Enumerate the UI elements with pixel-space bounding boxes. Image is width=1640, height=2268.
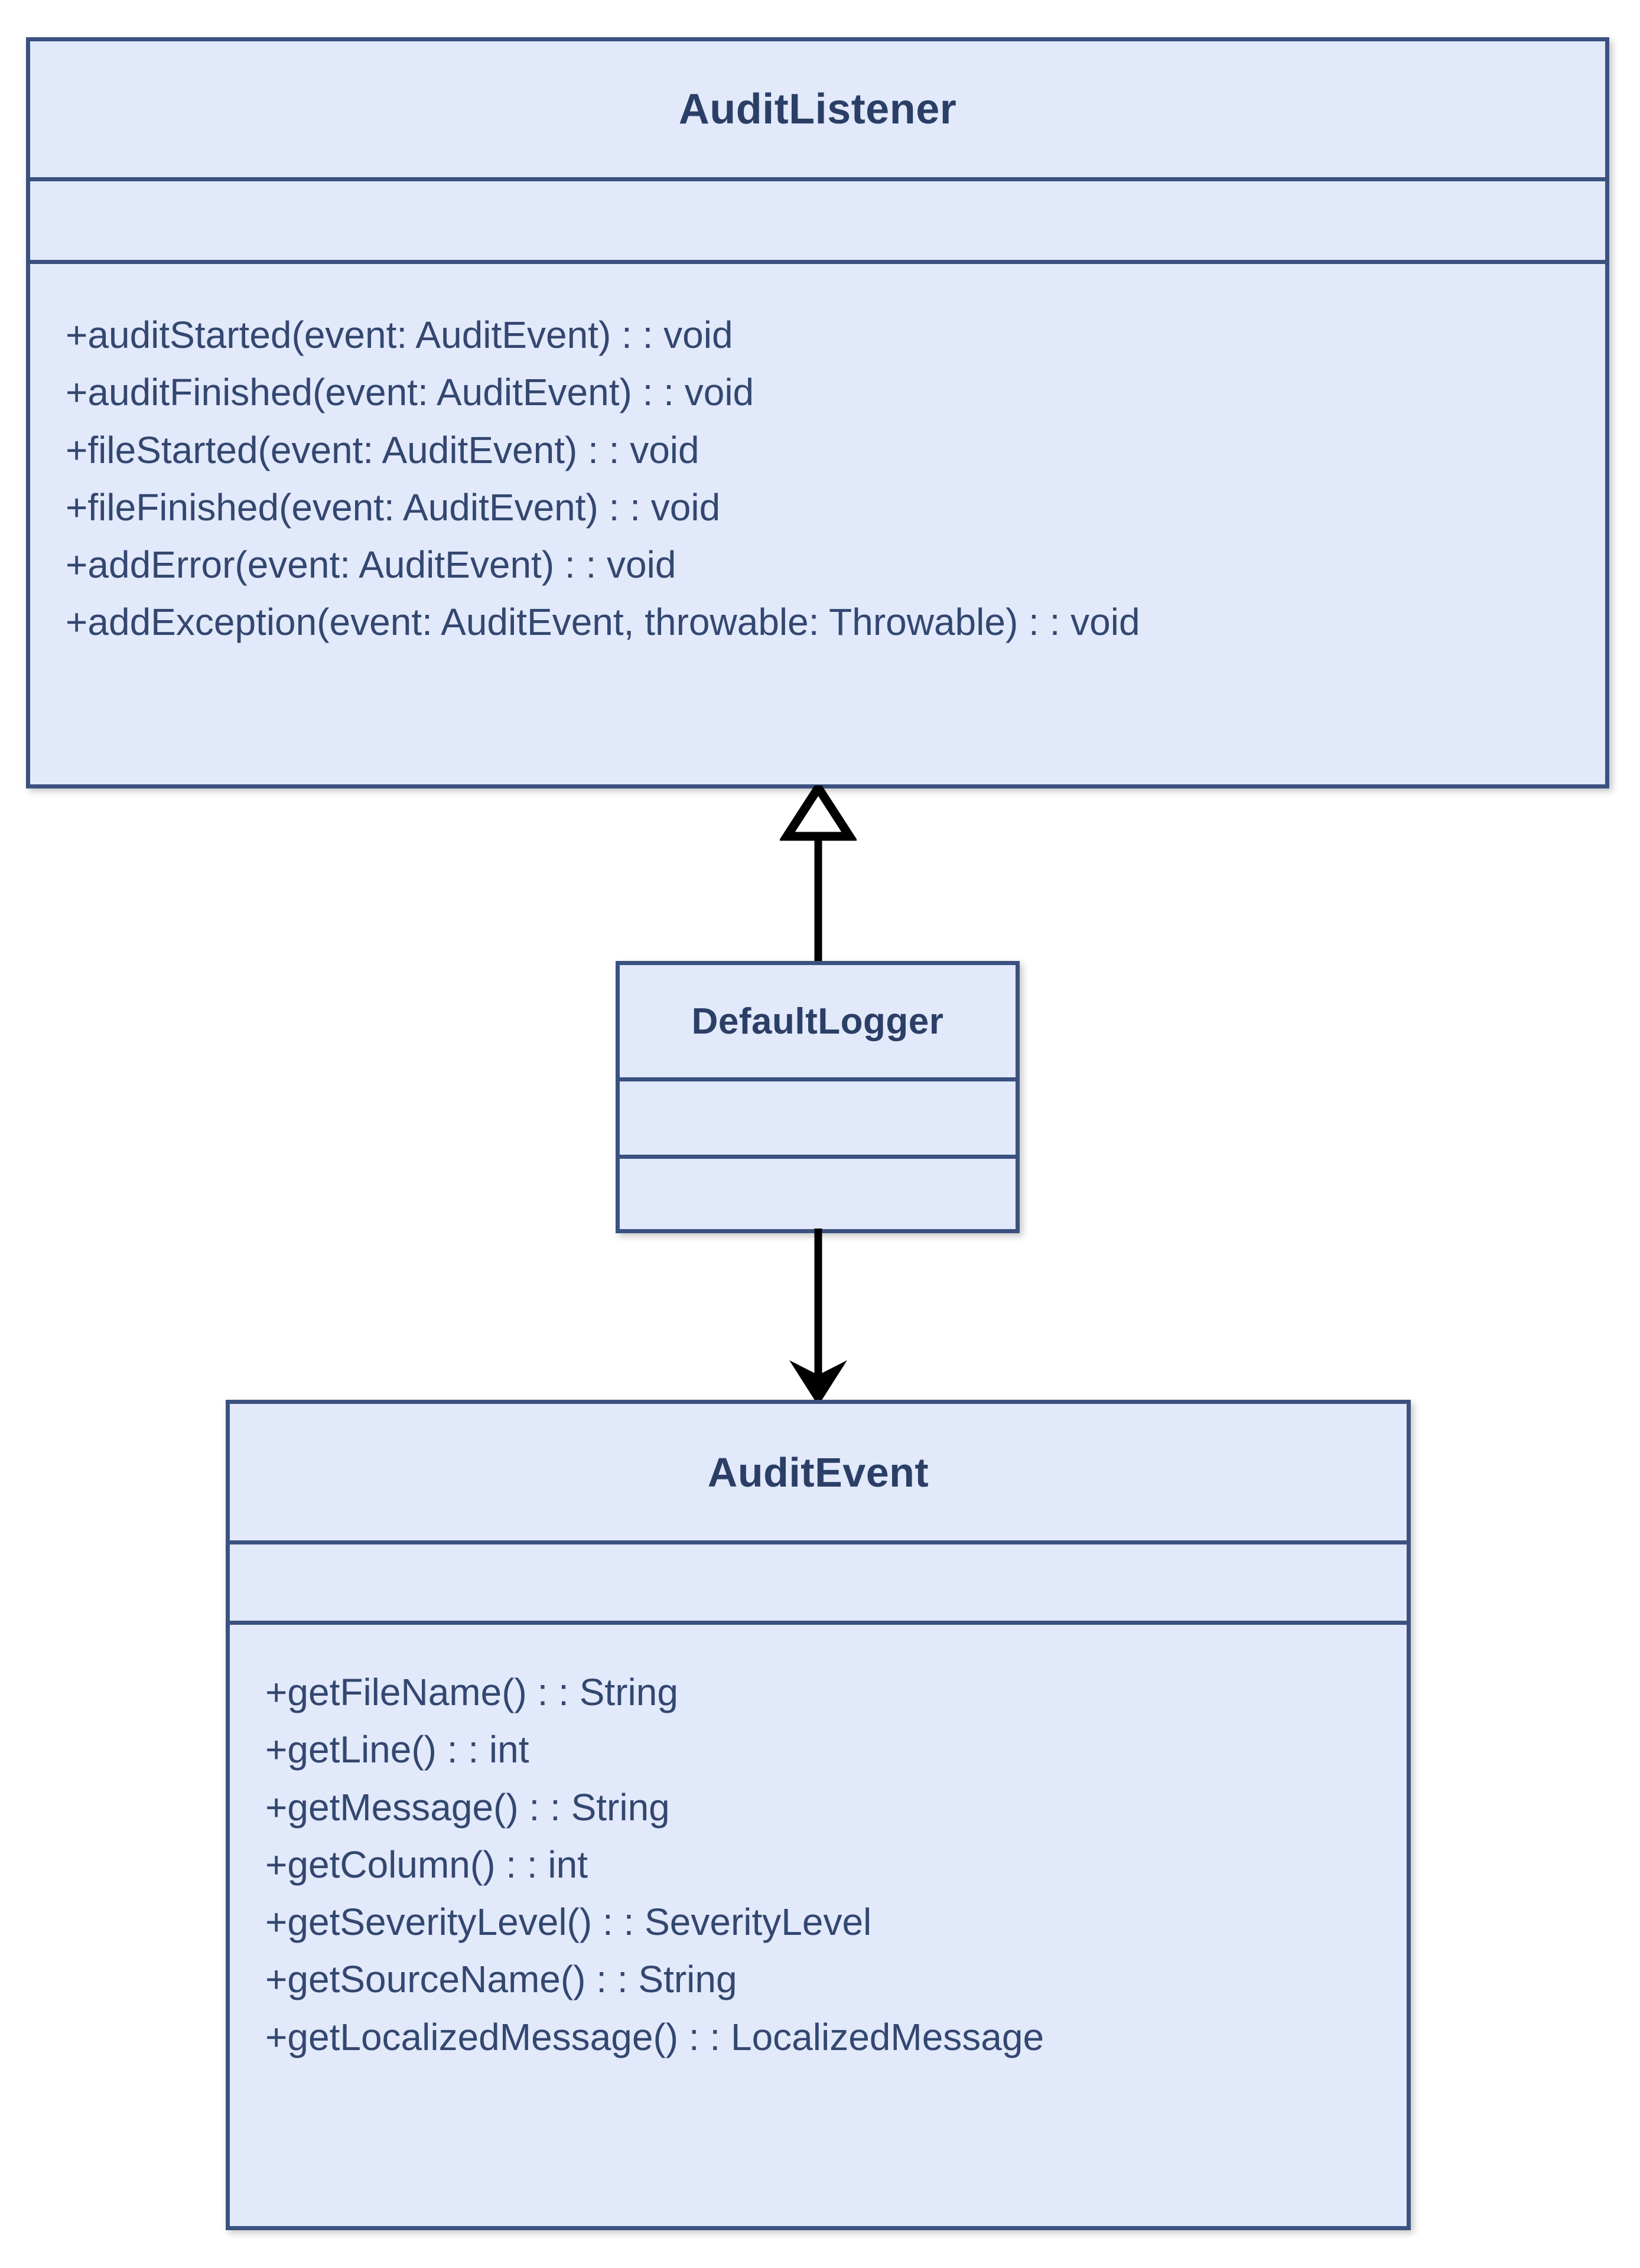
method-item: +getColumn() : : int	[265, 1843, 588, 1886]
methods-compartment-auditlistener: +auditStarted(event: AuditEvent) : : voi…	[30, 264, 1605, 651]
class-title-auditevent: AuditEvent	[707, 1449, 929, 1495]
class-box-auditlistener[interactable]: AuditListener +auditStarted(event: Audit…	[26, 37, 1609, 788]
attributes-compartment-auditlistener	[30, 181, 1605, 260]
method-item: +getLine() : : int	[265, 1728, 529, 1771]
methods-compartment-auditevent: +getFileName() : : String +getLine() : :…	[230, 1625, 1407, 2066]
class-divider	[620, 1077, 1016, 1081]
method-item: +fileFinished(event: AuditEvent) : : voi…	[66, 485, 721, 529]
method-item: +fileStarted(event: AuditEvent) : : void	[66, 428, 699, 471]
method-item: +addError(event: AuditEvent) : : void	[66, 543, 676, 586]
class-title-defaultlogger: DefaultLogger	[691, 1001, 944, 1042]
class-box-auditevent[interactable]: AuditEvent +getFileName() : : String +ge…	[226, 1400, 1411, 2230]
class-divider	[230, 1540, 1407, 1544]
class-divider	[30, 260, 1605, 264]
class-divider	[620, 1155, 1016, 1159]
generalization-connector-defaultlogger-to-auditlistener	[780, 786, 857, 969]
method-item: +addException(event: AuditEvent, throwab…	[66, 601, 1140, 644]
class-title-auditlistener: AuditListener	[678, 86, 957, 133]
dependency-connector-defaultlogger-to-auditevent	[789, 1228, 847, 1406]
method-item: +getFileName() : : String	[265, 1671, 678, 1713]
methods-compartment-defaultlogger	[620, 1159, 1016, 1231]
method-item: +getSeverityLevel() : : SeverityLevel	[265, 1901, 872, 1944]
attributes-compartment-auditevent	[230, 1544, 1407, 1621]
class-divider	[30, 177, 1605, 181]
method-item: +auditStarted(event: AuditEvent) : : voi…	[66, 314, 733, 356]
class-box-defaultlogger[interactable]: DefaultLogger	[616, 961, 1020, 1233]
method-item: +getMessage() : : String	[265, 1785, 670, 1829]
attributes-compartment-defaultlogger	[620, 1081, 1016, 1155]
method-item: +getSourceName() : : String	[265, 1958, 737, 2001]
method-item: +auditFinished(event: AuditEvent) : : vo…	[66, 371, 754, 414]
method-item: +getLocalizedMessage() : : LocalizedMess…	[265, 2015, 1044, 2058]
class-divider	[230, 1621, 1407, 1625]
